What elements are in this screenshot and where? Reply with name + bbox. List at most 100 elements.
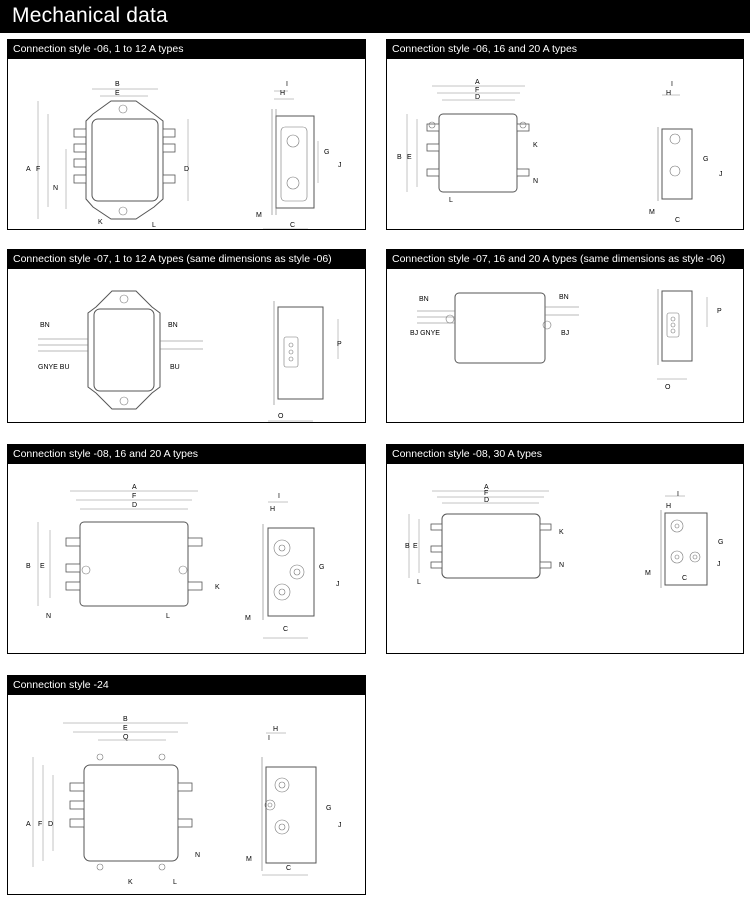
dim-M: M (246, 856, 252, 863)
dim-K: K (98, 219, 103, 226)
dim-C: C (290, 222, 295, 229)
front-view: A F D B E K N L (397, 79, 538, 204)
dim-J: J (717, 561, 721, 568)
dim-H: H (666, 90, 671, 97)
dim-D: D (475, 94, 480, 101)
dim-D: D (132, 502, 137, 509)
dim-E: E (115, 90, 120, 97)
dim-C: C (286, 865, 291, 872)
dim-B: B (26, 563, 31, 570)
dim-P: P (717, 308, 722, 315)
dim-N: N (46, 613, 51, 620)
panel-title: Connection style -08, 30 A types (387, 445, 743, 464)
dim-L: L (449, 197, 453, 204)
dim-F: F (475, 87, 479, 94)
panel-style-07-1-12a: Connection style -07, 1 to 12 A types (s… (7, 249, 366, 423)
header-bar: Mechanical data (0, 0, 750, 33)
drawing-style-08-30a: A F D B E K N L I H G J M C (405, 484, 723, 588)
dim-H: H (666, 503, 671, 510)
panel-title: Connection style -06, 1 to 12 A types (8, 40, 365, 59)
drawing-style-07-16-20a: BN BJ GNYE BN BJ P O (410, 289, 722, 391)
dim-J: J (338, 162, 342, 169)
dim-C: C (283, 626, 288, 633)
wire-BU-right: BU (170, 364, 180, 371)
dim-J: J (338, 822, 342, 829)
wire-GNYE-BU: GNYE BU (38, 364, 70, 371)
dim-I: I (286, 81, 288, 88)
wire-BJ-GNYE: BJ GNYE (410, 330, 440, 337)
side-view: I H G J M C (256, 81, 342, 229)
front-view: BN BJ GNYE BN BJ (410, 292, 579, 364)
wire-BN-left: BN (419, 296, 429, 303)
dim-M: M (245, 615, 251, 622)
dim-P: P (337, 341, 342, 348)
dim-L: L (152, 222, 156, 229)
dim-I: I (278, 493, 280, 500)
side-view: I H G J M C (649, 81, 723, 224)
side-view: P O (657, 289, 722, 391)
drawing-style-06-1-12a: B B E A F D N K L I H G J M C (26, 81, 342, 229)
dim-F: F (132, 493, 136, 500)
dim-J: J (719, 171, 723, 178)
dim-I: I (268, 735, 270, 742)
panel-style-08-30a: Connection style -08, 30 A types A F D B… (386, 444, 744, 654)
dim-E: E (123, 725, 128, 732)
dim-N: N (559, 562, 564, 569)
drawing-style-07-1-12a: BN GNYE BU BN BU P O (38, 290, 342, 422)
dim-A: A (132, 484, 137, 491)
dim-A: A (26, 166, 31, 173)
dim-A: A (475, 79, 480, 86)
dim-H: H (270, 506, 275, 513)
side-view: H I G J M C (246, 726, 342, 876)
dim-J: J (336, 581, 340, 588)
dim-I: I (677, 491, 679, 498)
dim-A: A (26, 821, 31, 828)
side-view: I H G J M C (245, 493, 340, 639)
front-view: BN GNYE BU BN BU (38, 290, 203, 410)
dim-A: A (484, 484, 489, 491)
dim-B: B (115, 81, 120, 88)
dim-G: G (319, 564, 324, 571)
dim-D: D (484, 497, 489, 504)
dim-C: C (675, 217, 680, 224)
panel-title: Connection style -08, 16 and 20 A types (8, 445, 365, 464)
panel-title: Connection style -07, 16 and 20 A types … (387, 250, 743, 269)
panel-style-06-16-20a: Connection style -06, 16 and 20 A types … (386, 39, 744, 230)
drawing-style-24: B E Q A F D N K L H I G J M C (26, 716, 342, 886)
panel-style-08-16-20a: Connection style -08, 16 and 20 A types … (7, 444, 366, 654)
drawing-style-08-16-20a: A F D B E K N L I H G J M C (26, 484, 340, 639)
dim-K: K (215, 584, 220, 591)
drawing-style-06-16-20a: A F D B E K N L I H G J M C (397, 79, 723, 224)
dim-Q: Q (123, 734, 129, 741)
dim-E: E (413, 543, 418, 550)
dim-H: H (273, 726, 278, 733)
dim-M: M (645, 570, 651, 577)
dim-D: D (184, 166, 189, 173)
panel-style-07-16-20a: Connection style -07, 16 and 20 A types … (386, 249, 744, 423)
wire-BN-left: BN (40, 322, 50, 329)
dim-L: L (173, 879, 177, 886)
dim-K: K (128, 879, 133, 886)
dim-G: G (326, 805, 331, 812)
panel-title: Connection style -24 (8, 676, 365, 695)
front-view: A F D B E K N L (405, 484, 564, 586)
dim-B: B (397, 154, 402, 161)
panel-style-06-1-12a: Connection style -06, 1 to 12 A types B … (7, 39, 366, 230)
dim-G: G (718, 539, 723, 546)
wire-BJ-right: BJ (561, 330, 569, 337)
dim-C: C (682, 575, 687, 582)
dim-E: E (40, 563, 45, 570)
dim-O: O (665, 384, 671, 391)
dim-B: B (405, 543, 410, 550)
front-view: B B E A F D N K L (26, 81, 189, 229)
dim-N: N (533, 178, 538, 185)
dim-L: L (166, 613, 170, 620)
dim-F: F (484, 490, 488, 497)
dim-K: K (559, 529, 564, 536)
dim-O: O (278, 413, 284, 420)
dim-N: N (195, 852, 200, 859)
dim-K: K (533, 142, 538, 149)
wire-BN-right: BN (168, 322, 178, 329)
dim-M: M (256, 212, 262, 219)
dim-I: I (671, 81, 673, 88)
